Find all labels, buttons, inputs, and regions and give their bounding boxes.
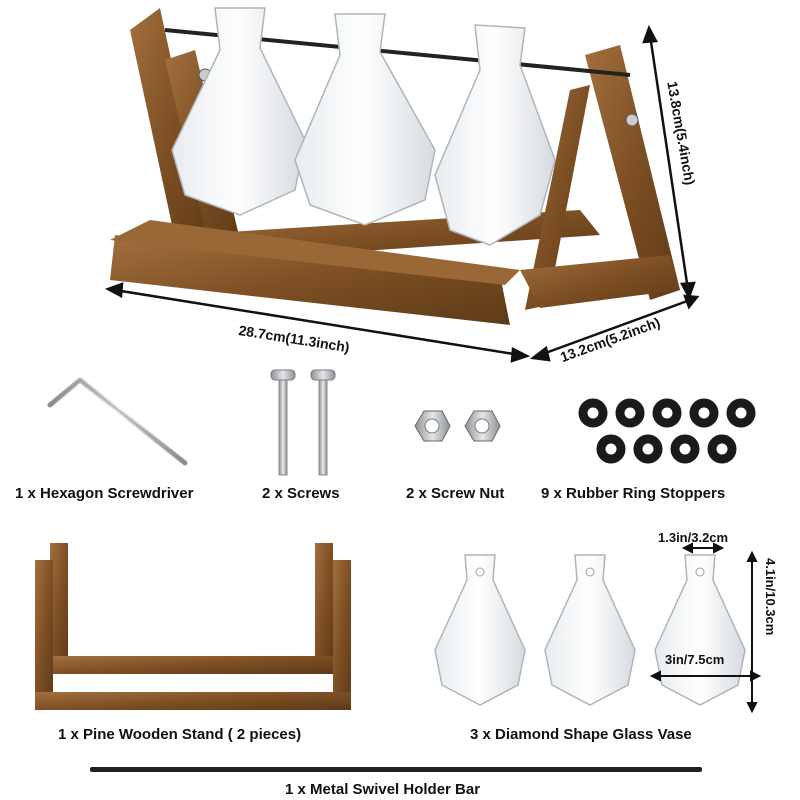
screw-nuts-image: [414, 410, 501, 442]
screws-caption: 2 x Screws: [262, 485, 340, 502]
depth-dimension-arrow: [529, 294, 700, 362]
wooden-frame-right: [520, 45, 680, 310]
vase-width-label: 3in/7.5cm: [665, 652, 725, 667]
length-dimension-arrow: [104, 282, 531, 363]
glass-vase-caption: 3 x Diamond Shape Glass Vase: [470, 726, 692, 743]
wooden-frame-front: [110, 220, 520, 325]
rubber-rings-caption: 9 x Rubber Ring Stoppers: [541, 485, 726, 502]
height-dimension-arrow: [642, 24, 696, 301]
wooden-stand-image: [35, 543, 351, 710]
assembled-vase-2: [294, 13, 436, 226]
screw-nut-caption: 2 x Screw Nut: [406, 485, 505, 502]
wooden-stand-caption: 1 x Pine Wooden Stand ( 2 pieces): [58, 726, 302, 743]
holder-bar-caption: 1 x Metal Swivel Holder Bar: [285, 781, 481, 798]
vase-height-label: 4.1in/10.3cm: [763, 558, 778, 636]
rubber-rings-image: [578, 398, 756, 464]
hex-screwdriver-image: [47, 377, 188, 466]
assembled-vase-1: [171, 7, 306, 216]
glass-vases-image: [434, 554, 746, 706]
vase-neck-label: 1.3in/3.2cm: [658, 530, 729, 545]
metal-bar-image: [90, 767, 702, 772]
screws-image: [270, 369, 336, 476]
screwdriver-caption: 1 x Hexagon Screwdriver: [15, 485, 194, 502]
assembled-vase-3: [434, 24, 556, 246]
